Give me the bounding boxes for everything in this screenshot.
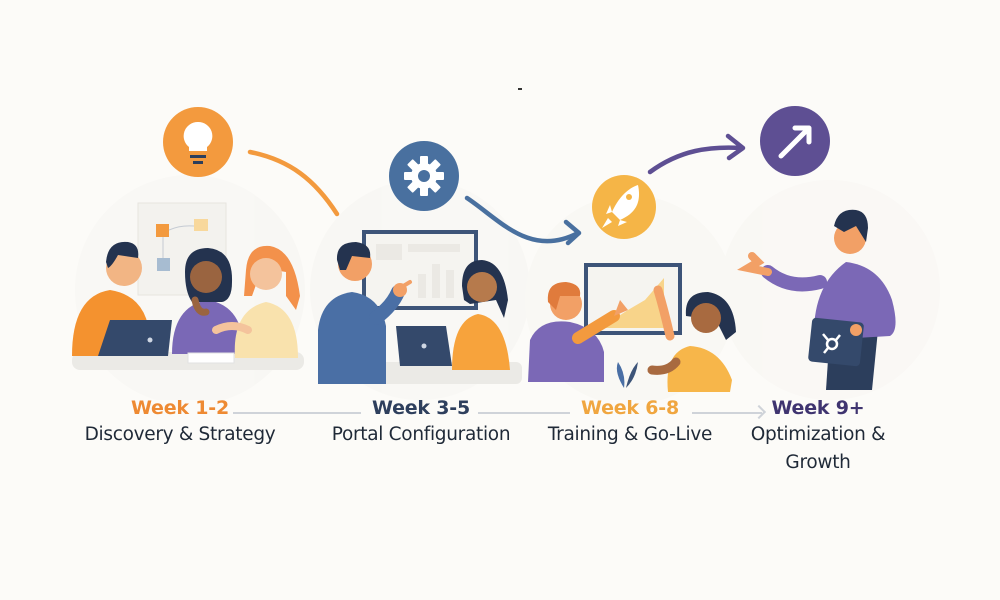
stage-training: Week 6-8 Training & Go-Live (547, 395, 713, 449)
rocket-icon (592, 175, 656, 239)
stage-week: Week 1-2 (130, 397, 230, 419)
illustration-training (528, 263, 736, 392)
curve-blue (464, 195, 581, 244)
gear-icon (389, 141, 459, 211)
connector-2-3 (478, 412, 570, 414)
lightbulb-icon (163, 107, 233, 177)
stage-title: Training & Go-Live (547, 424, 713, 445)
illustration-layer (72, 106, 896, 392)
stage-title: Portal Configuration (331, 424, 511, 445)
stage-configuration: Week 3-5 Portal Configuration (332, 395, 511, 449)
arrow-up-right-icon (760, 106, 830, 176)
curve-purple (647, 145, 745, 175)
curve-orange (247, 149, 340, 217)
stage-title: Optimization & Growth (750, 424, 886, 473)
stage-week: Week 3-5 (371, 397, 471, 419)
stage-title: Discovery & Strategy (84, 424, 276, 445)
connector-1-2 (233, 412, 361, 414)
stage-week: Week 9+ (771, 397, 865, 419)
stage-optimization: Week 9+ Optimization & Growth (748, 395, 888, 477)
stage-discovery: Week 1-2 Discovery & Strategy (85, 395, 276, 449)
illustration-discovery (72, 202, 304, 370)
curve-blue-head (563, 219, 582, 246)
stage-week: Week 6-8 (580, 397, 680, 419)
curve-purple-head (725, 133, 746, 161)
stray-mark (518, 88, 522, 90)
illustration-optimization (737, 209, 896, 390)
stage-labels: Week 1-2 Discovery & Strategy Week 3-5 P… (0, 395, 1000, 515)
illustration-configuration (318, 230, 522, 384)
connector-3-4 (692, 404, 767, 420)
